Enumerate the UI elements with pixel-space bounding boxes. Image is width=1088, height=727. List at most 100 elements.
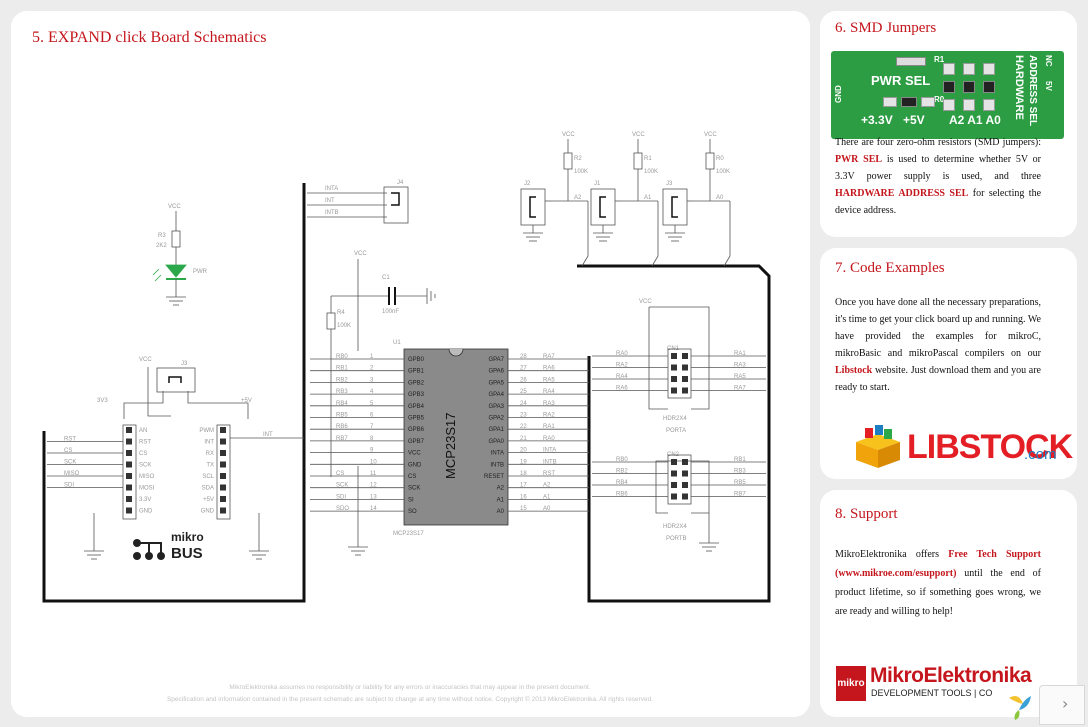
mb-net-label: SDI xyxy=(64,483,74,489)
decoupling-circuit: VCC C1 100nF R4 100K U1 xyxy=(326,251,436,477)
smd-resistor xyxy=(943,81,955,93)
port-pin xyxy=(671,387,677,394)
photo-pwr-sel: PWR SEL xyxy=(871,73,931,88)
jumper-label: J2 xyxy=(524,181,531,187)
code-description: Once you have done all the necessary pre… xyxy=(835,294,1041,396)
c1-value: 100nF xyxy=(382,309,399,315)
chip-right-num: 21 xyxy=(520,436,527,442)
chip-left-pin: GPB2 xyxy=(408,380,425,386)
mb-left-label: 3.3V xyxy=(139,497,151,503)
chip-left-pin: SO xyxy=(408,509,417,515)
port-pin xyxy=(682,493,688,500)
jumper-resistor-label: R1 xyxy=(644,156,652,162)
smd-text-2: is used to determine whether 5V or 3.3V … xyxy=(835,154,1042,182)
photo-address-sel: ADDRESS SEL xyxy=(1027,55,1038,127)
libstock-logo-word: LIBSTOCK xyxy=(907,428,1073,466)
smd-resistor xyxy=(901,97,917,107)
code-text-1: Once you have done all the necessary pre… xyxy=(835,297,1041,359)
smd-resistor xyxy=(983,81,995,93)
mb-right-label: GND xyxy=(201,509,215,515)
mb-left-label: MISO xyxy=(139,474,155,480)
c1-label: C1 xyxy=(382,275,390,281)
chip-left-num: 3 xyxy=(370,377,374,383)
next-page-button[interactable]: › xyxy=(1039,685,1085,725)
port-pin xyxy=(682,364,688,371)
chip-right-pin: RESET xyxy=(484,474,504,480)
chip-left-net: RB4 xyxy=(336,401,348,407)
port-pin xyxy=(671,482,677,488)
mb-left-pin xyxy=(126,507,132,514)
chip-left-num: 7 xyxy=(370,424,374,430)
photo-nc: NC xyxy=(1044,55,1053,67)
v33-label: 3V3 xyxy=(97,398,108,404)
chip-left-num: 11 xyxy=(370,471,377,477)
jumper-net-label: A1 xyxy=(644,195,652,201)
chip-right-num: 16 xyxy=(520,494,527,500)
mb-left-label: RST xyxy=(139,440,151,446)
port-pin xyxy=(671,353,677,359)
mb-net-label: SCK xyxy=(64,460,76,466)
port-net-left: RB2 xyxy=(616,469,628,475)
chip-left-net: SDO xyxy=(336,506,349,512)
chip-right-num: 18 xyxy=(520,471,527,477)
code-text-2: website. Just download them and you are … xyxy=(835,365,1041,393)
j4-label: J4 xyxy=(397,180,404,186)
port-net-right: RA5 xyxy=(734,374,746,380)
chip-left-net: RB7 xyxy=(336,436,348,442)
mb-net-label: RST xyxy=(64,437,76,443)
mikrobus-logo: mikro BUS xyxy=(133,530,204,562)
libstock-link[interactable]: Libstock xyxy=(835,365,873,376)
port-net-left: RB4 xyxy=(616,480,628,486)
j4-intb: INTB xyxy=(325,210,339,216)
port-net-right: RB3 xyxy=(734,469,746,475)
photo-r1: R1 xyxy=(934,55,945,64)
libstock-logo[interactable]: LIBSTOCK .com xyxy=(850,424,1073,470)
port-pin xyxy=(682,459,688,465)
smd-pad xyxy=(943,99,955,111)
mb-right-label: RX xyxy=(206,451,214,457)
j4-connector: J4 INTA INT INTB xyxy=(307,180,409,224)
smd-text-3: for selecting the device address. xyxy=(835,188,1042,216)
libstock-box-icon xyxy=(856,425,900,468)
port-net-right: RB5 xyxy=(734,480,746,486)
r3-value: 2K2 xyxy=(156,243,167,249)
chip-right-pin: INTA xyxy=(491,451,504,457)
chip-left-net: CS xyxy=(336,471,344,477)
mb-right-pin xyxy=(220,473,226,479)
mb-right-pin xyxy=(220,507,226,514)
chip-right-net: RA5 xyxy=(543,377,555,383)
mikroe-logo-mark: mikro xyxy=(836,666,866,701)
port-pin xyxy=(682,376,688,382)
mb-left-label: CS xyxy=(139,451,147,457)
footer-line-2: Specification and information contained … xyxy=(167,695,653,703)
mikroelektronika-logo[interactable]: mikro MikroElektronika DEVELOPMENT TOOLS… xyxy=(836,664,1066,706)
port-pin xyxy=(671,459,677,465)
port-pin xyxy=(671,470,677,477)
mb-int-net: INT xyxy=(263,432,273,438)
chip-left-num: 1 xyxy=(370,354,374,360)
mb-left-pin xyxy=(126,484,132,491)
cn1-type: HDR2X4 xyxy=(663,416,687,422)
chip-right-pin: GPA7 xyxy=(488,357,504,363)
chip-right-net: RA6 xyxy=(543,366,555,372)
chip-right-net: RA2 xyxy=(543,413,555,419)
tech-support-link[interactable]: Free Tech Support (www.mikroe.com/esuppo… xyxy=(835,549,1041,579)
chip-left-net: RB2 xyxy=(336,377,348,383)
photo-r0: R0 xyxy=(934,95,945,104)
support-description: MikroElektronika offers Free Tech Suppor… xyxy=(835,545,1041,621)
code-title: 7. Code Examples xyxy=(835,260,945,276)
chip-left-net: RB5 xyxy=(336,413,348,419)
smd-resistor xyxy=(896,57,926,66)
chip-right-net: A2 xyxy=(543,483,551,489)
smd-pad xyxy=(883,97,897,107)
photo-hardware: HARDWARE xyxy=(1013,55,1025,120)
port-pin xyxy=(682,387,688,394)
smd-text-1: There are four zero-ohm resistors (SMD j… xyxy=(835,137,1041,148)
vcc-label: VCC xyxy=(168,204,181,210)
schematic-diagram: VCC R3 2K2 PWR J4 INTA INT INTB VCC xyxy=(42,132,771,703)
chip-right-net: RA3 xyxy=(543,401,555,407)
mb-left-pin xyxy=(126,427,132,433)
code-examples-card: 7. Code Examples Once you have done all … xyxy=(820,248,1077,479)
feedback-icon[interactable] xyxy=(1003,688,1037,722)
mb-right-pin xyxy=(220,461,226,468)
